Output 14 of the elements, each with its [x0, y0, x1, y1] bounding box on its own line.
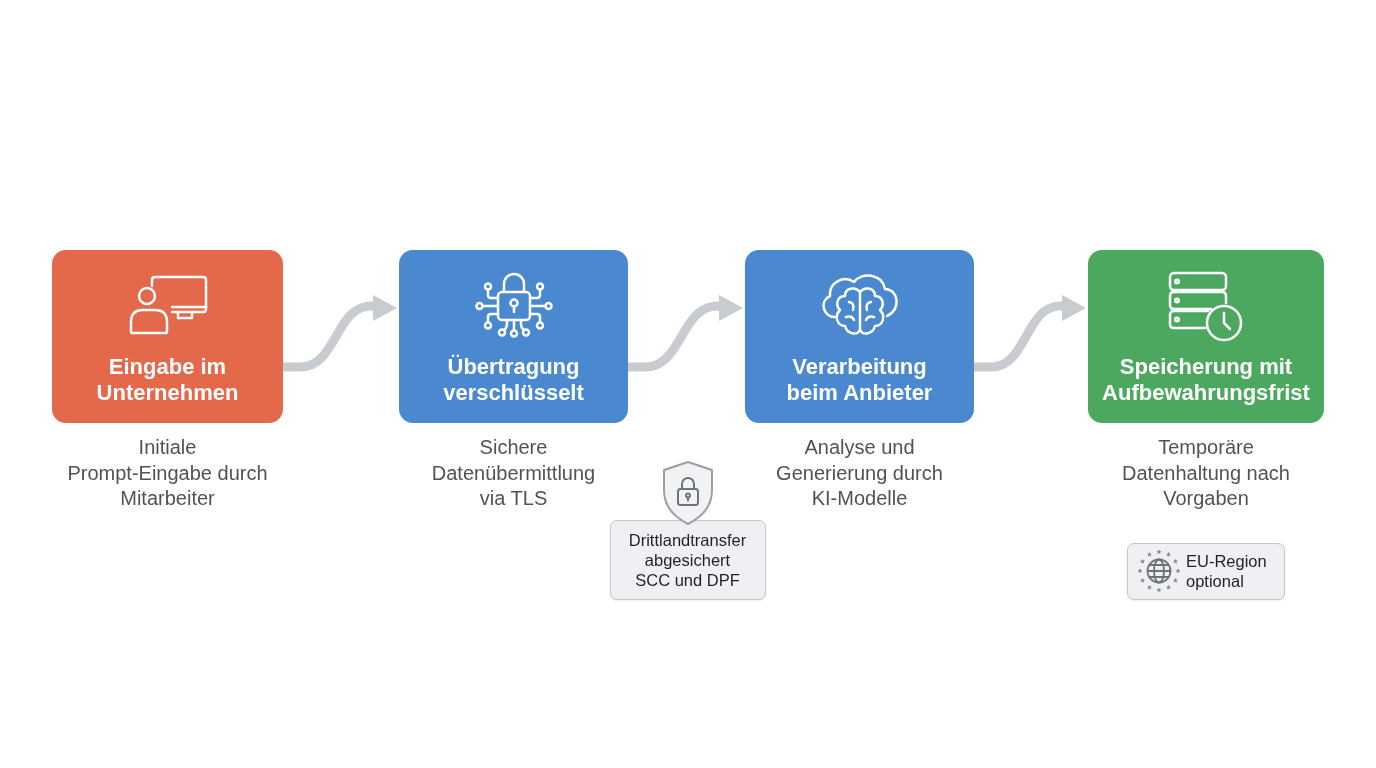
curved-arrow: [628, 294, 744, 372]
step-description: Analyse und Generierung durch KI-Modelle: [775, 435, 944, 511]
step-description: Temporäre Datenhaltung nach Vorgaben: [1121, 435, 1291, 511]
step-description: Sichere Datenübermittlung via TLS: [430, 435, 597, 511]
info-badge: [1127, 543, 1285, 600]
step-title: Speicherung mit Aufbewahrungsfrist: [1101, 354, 1311, 406]
step-title: Eingabe im Unternehmen: [95, 354, 240, 406]
step-description: Initiale Prompt-Eingabe durch Mitarbeiter: [66, 435, 269, 511]
note-text: Drittlandtransfer abgesichert SCC und DPF: [627, 529, 748, 590]
step-title: Verarbeitung beim Anbieter: [785, 354, 934, 406]
note-text: EU-Region optional: [1186, 551, 1268, 591]
step-title: Übertragung verschlüsselt: [442, 354, 585, 406]
curved-arrow: [974, 294, 1087, 372]
curved-arrow: [283, 294, 398, 372]
